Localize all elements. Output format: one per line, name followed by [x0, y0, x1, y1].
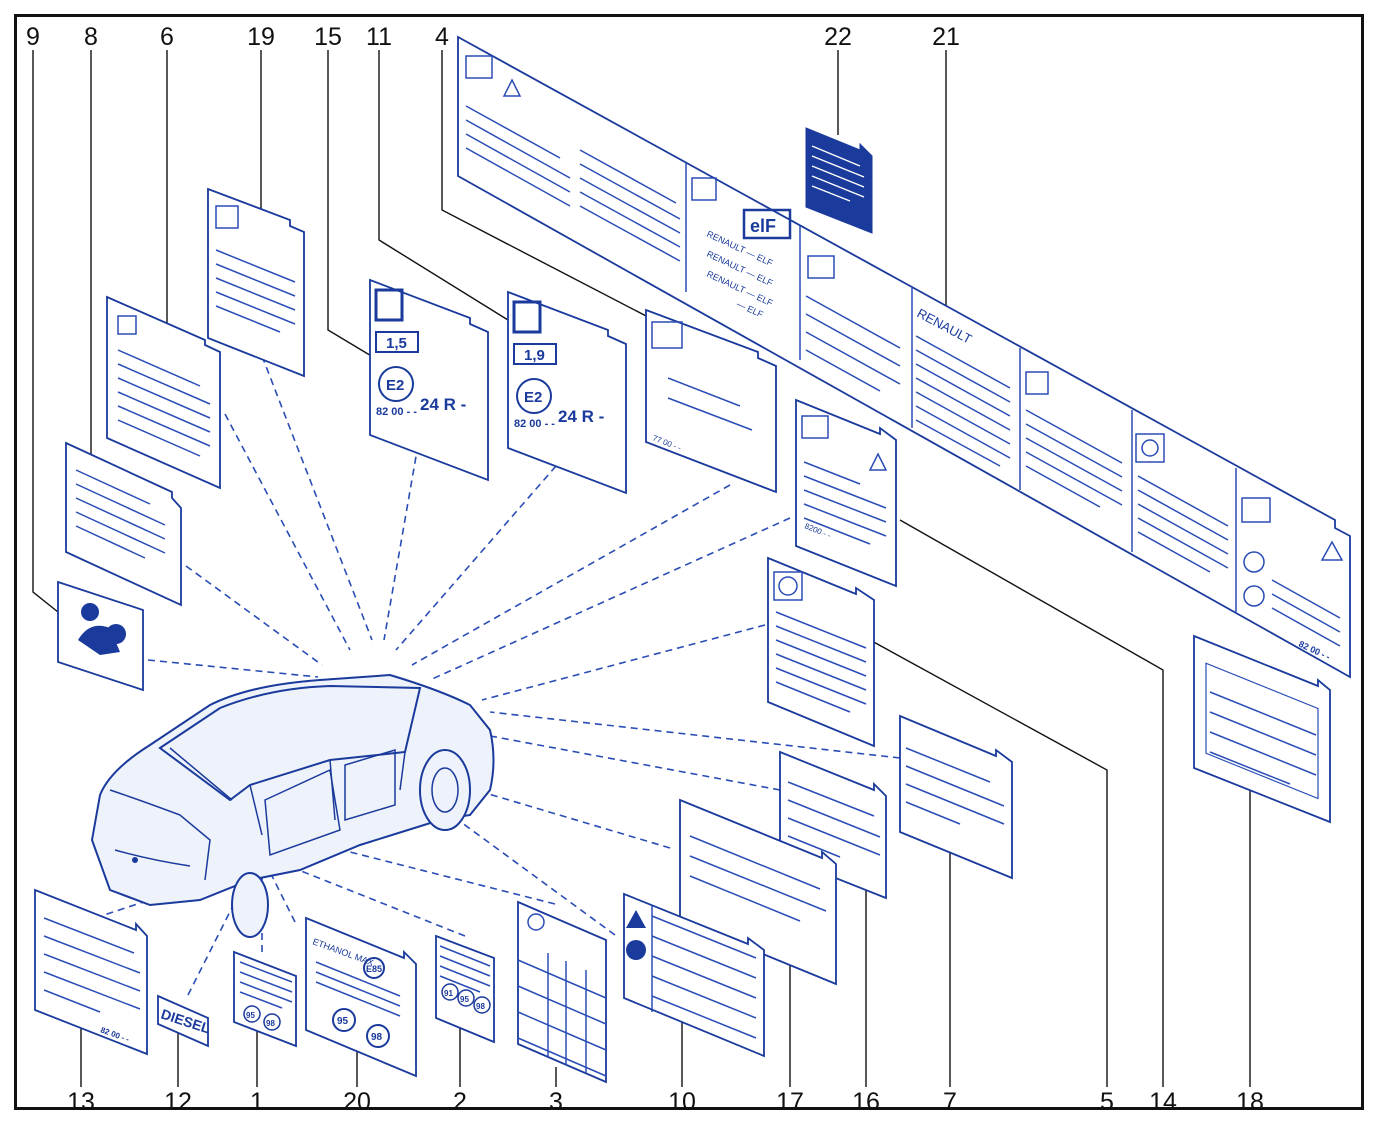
callout-21: 21	[932, 23, 960, 51]
label-13: 82 00 - -	[34, 888, 148, 1056]
label-2-oct95: 95	[460, 995, 469, 1004]
car-illustration	[90, 673, 495, 938]
label-11-e2: E2	[524, 389, 542, 406]
callout-12: 12	[164, 1088, 192, 1116]
label-20: ETHANOL MAX E85 95 98	[305, 916, 417, 1078]
callout-14: 14	[1149, 1088, 1177, 1116]
label-15: 1,5 E2 24 R - 82 00 - -	[369, 278, 489, 482]
label-2-oct91: 91	[444, 989, 453, 998]
label-long-strip: elF RENAULT — ELF RENAULT — ELF RENAULT …	[457, 35, 1351, 679]
callout-5: 5	[1100, 1088, 1114, 1116]
label-6	[106, 295, 221, 490]
label-18	[1193, 634, 1331, 824]
label-2: 91 95 98	[435, 934, 495, 1044]
callout-19: 19	[247, 23, 275, 51]
label-15-ref: 82 00 - -	[376, 406, 417, 418]
callout-3: 3	[549, 1088, 563, 1116]
label-5	[767, 556, 875, 748]
label-2-oct98: 98	[476, 1002, 485, 1011]
callout-16: 16	[852, 1088, 880, 1116]
callout-13: 13	[67, 1088, 95, 1116]
label-12-diesel: DIESEL	[157, 994, 213, 1048]
label-14: 8200 - -	[795, 398, 897, 588]
callout-11: 11	[366, 23, 392, 51]
label-15-r24: 24 R -	[420, 395, 466, 414]
label-19	[207, 187, 305, 378]
label-20-oct95: 95	[337, 1016, 349, 1027]
callout-9: 9	[26, 23, 40, 51]
callout-15: 15	[314, 23, 342, 51]
label-11-code: 1,9	[524, 347, 545, 364]
callout-22: 22	[824, 23, 852, 51]
callout-17: 17	[776, 1088, 804, 1116]
label-3	[517, 900, 607, 1084]
label-1-oct95: 95	[246, 1011, 255, 1020]
label-20-oct98: 98	[371, 1032, 383, 1043]
label-22	[805, 127, 873, 234]
label-1: 95 98	[233, 950, 297, 1048]
callout-6: 6	[160, 23, 174, 51]
callout-20: 20	[343, 1088, 371, 1116]
label-4: 77 00 - -	[645, 308, 777, 494]
label-7	[899, 714, 1013, 880]
callout-2: 2	[453, 1088, 467, 1116]
callout-4: 4	[435, 23, 449, 51]
elf-logo: elF	[750, 216, 776, 236]
label-11: 1,9 E2 24 R - 82 00 - -	[507, 290, 627, 495]
callout-1: 1	[250, 1088, 264, 1116]
label-15-code: 1,5	[386, 335, 407, 352]
label-9-airbag	[57, 580, 144, 692]
callout-7: 7	[943, 1088, 957, 1116]
label-1-oct98: 98	[266, 1019, 275, 1028]
callout-8: 8	[84, 23, 98, 51]
label-11-ref: 82 00 - -	[514, 418, 555, 430]
label-8	[65, 441, 182, 607]
diagram-frame	[14, 14, 1364, 1110]
label-10	[623, 892, 765, 1058]
label-11-r24: 24 R -	[558, 407, 604, 426]
callout-10: 10	[668, 1088, 696, 1116]
label-15-e2: E2	[386, 377, 404, 394]
callout-18: 18	[1236, 1088, 1264, 1116]
label-20-e85: E85	[366, 964, 382, 974]
